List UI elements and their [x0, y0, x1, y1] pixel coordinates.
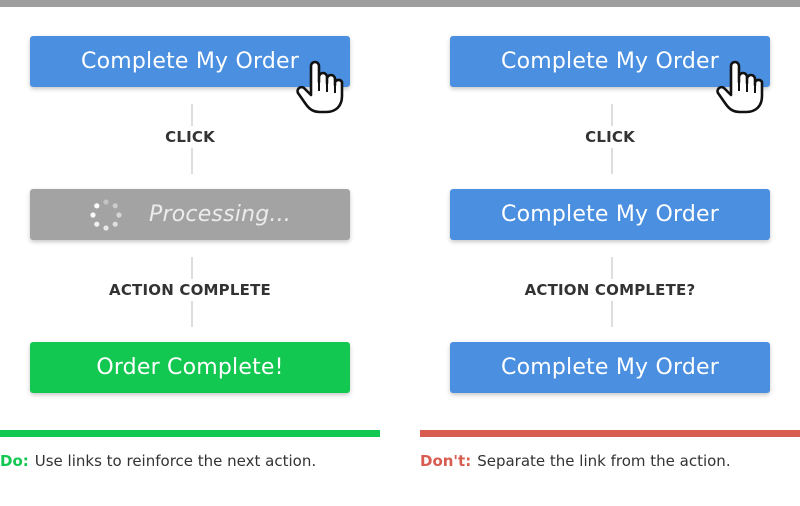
button-label: Processing...: [149, 202, 291, 227]
flow-connector: [191, 104, 193, 126]
button-label: Complete My Order: [501, 49, 719, 74]
flow-connector: [191, 148, 193, 174]
step-label-click: CLICK: [165, 128, 215, 146]
step-label-action-complete: ACTION COMPLETE: [109, 281, 271, 299]
processing-button[interactable]: Processing...: [30, 189, 350, 240]
flow-connector: [611, 301, 613, 327]
step-label-action-complete: ACTION COMPLETE?: [524, 281, 696, 299]
dont-caption: Don't: Separate the link from the action.: [420, 452, 731, 470]
flow-connector: [611, 104, 613, 126]
flow-connector: [611, 257, 613, 279]
top-divider-bar: [0, 0, 800, 7]
pointer-hand-icon: [296, 60, 344, 114]
do-example-column: Complete My Order CLICK Processing... AC…: [0, 0, 380, 506]
dont-caption-text: Separate the link from the action.: [477, 452, 731, 470]
complete-order-button[interactable]: Complete My Order: [450, 36, 770, 87]
do-caption-prefix: Do:: [0, 452, 29, 470]
loading-spinner-icon: [90, 198, 122, 231]
complete-order-button[interactable]: Complete My Order: [30, 36, 350, 87]
dont-indicator-bar: [420, 430, 800, 437]
flow-connector: [611, 148, 613, 174]
do-caption-text: Use links to reinforce the next action.: [34, 452, 317, 470]
complete-order-button[interactable]: Complete My Order: [450, 189, 770, 240]
order-complete-button[interactable]: Order Complete!: [30, 342, 350, 393]
dont-caption-prefix: Don't:: [420, 452, 472, 470]
button-label: Complete My Order: [501, 202, 719, 227]
do-caption: Do: Use links to reinforce the next actio…: [0, 452, 316, 470]
flow-connector: [191, 301, 193, 327]
pointer-hand-icon: [716, 60, 764, 114]
step-label-click: CLICK: [585, 128, 635, 146]
flow-connector: [191, 257, 193, 279]
button-label: Order Complete!: [96, 355, 284, 380]
dont-example-column: Complete My Order CLICK Complete My Orde…: [420, 0, 800, 506]
button-label: Complete My Order: [81, 49, 299, 74]
complete-order-button[interactable]: Complete My Order: [450, 342, 770, 393]
do-indicator-bar: [0, 430, 380, 437]
button-label: Complete My Order: [501, 355, 719, 380]
